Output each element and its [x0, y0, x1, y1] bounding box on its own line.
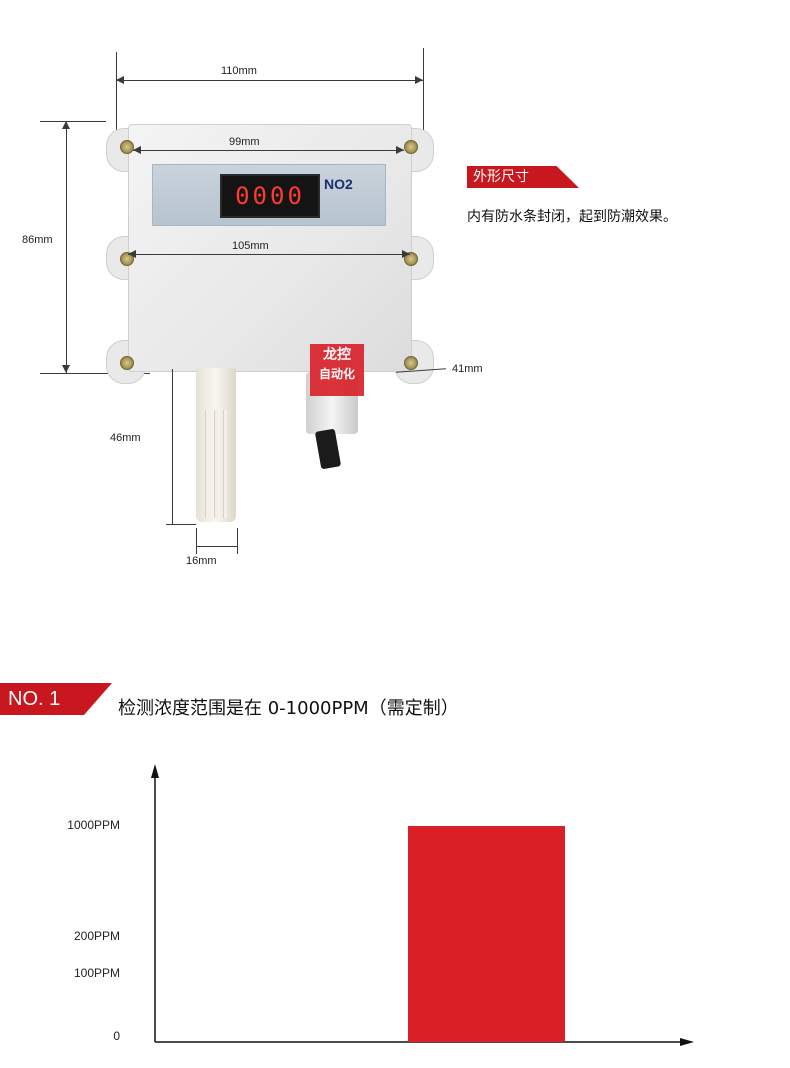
dimension-line-46 — [172, 369, 173, 525]
dimension-label-105: 105mm — [232, 240, 269, 252]
y-axis-arrow-icon — [151, 764, 159, 778]
feature-description: 内有防水条封闭，起到防潮效果。 — [467, 209, 677, 225]
bar — [408, 826, 565, 1042]
y-tick-label: 1000PPM — [67, 818, 120, 832]
dimension-label-41: 41mm — [452, 363, 483, 375]
arrow-left-icon — [128, 250, 136, 258]
arrow-right-icon — [396, 146, 404, 154]
feature-badge-label: 外形尺寸 — [473, 169, 529, 185]
logo-text-line2: 自动化 — [318, 367, 355, 381]
x-axis-arrow-icon — [680, 1038, 694, 1046]
screw-icon — [120, 140, 134, 154]
dimension-line-16 — [196, 546, 237, 547]
probe-slot — [205, 410, 209, 518]
dimension-label-46: 46mm — [110, 432, 141, 444]
arrow-left-icon — [133, 146, 141, 154]
dimension-line-105 — [128, 254, 410, 255]
y-tick-label: 0 — [113, 1029, 120, 1043]
device-enclosure — [128, 124, 412, 372]
arrow-down-icon — [62, 365, 70, 373]
extension-line — [40, 373, 150, 374]
arrow-right-icon — [415, 76, 423, 84]
section-number-tail — [84, 683, 112, 715]
extension-line — [116, 52, 117, 147]
dimension-line-99 — [133, 150, 404, 151]
section-number-block — [0, 683, 84, 715]
led-display: 0000 — [220, 174, 320, 218]
brand-logo: 龙控 自动化 — [310, 344, 364, 396]
extension-line — [237, 528, 238, 554]
screw-icon — [404, 356, 418, 370]
y-tick-label: 100PPM — [73, 966, 120, 980]
extension-line — [196, 528, 197, 554]
dimension-label-16: 16mm — [186, 555, 217, 567]
arrow-up-icon — [62, 121, 70, 129]
cable — [314, 428, 342, 470]
y-tick-label: 200PPM — [73, 929, 120, 943]
feature-badge — [467, 166, 579, 188]
logo-text-line1: 龙控 — [323, 347, 351, 363]
probe-slot — [223, 410, 227, 518]
probe-slot — [214, 410, 218, 518]
section-number: NO. 1 — [8, 688, 61, 710]
dimension-line-86 — [66, 121, 67, 373]
dimension-line-110 — [116, 80, 423, 81]
screw-icon — [120, 356, 134, 370]
arrow-right-icon — [402, 250, 410, 258]
dimension-label-110: 110mm — [221, 65, 257, 77]
dimension-label-99: 99mm — [229, 136, 260, 148]
extension-line — [166, 524, 196, 525]
extension-line — [40, 121, 106, 122]
section-title: 检测浓度范围是在 0-1000PPM（需定制） — [118, 698, 459, 719]
extension-line — [423, 48, 424, 148]
dimension-label-86: 86mm — [22, 234, 53, 246]
model-label: NO2 — [324, 176, 353, 192]
range-chart — [151, 764, 694, 1046]
arrow-left-icon — [116, 76, 124, 84]
screw-icon — [404, 140, 418, 154]
